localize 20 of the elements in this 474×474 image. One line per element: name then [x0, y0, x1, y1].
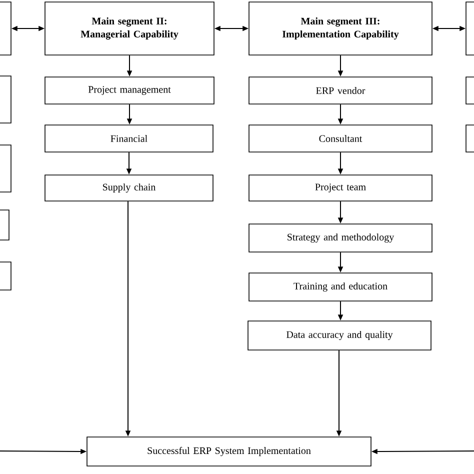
factor-box: Financial — [44, 124, 214, 152]
cropped-box — [0, 210, 10, 240]
factor-box: Training and education — [248, 272, 432, 302]
outcome-box: Successful ERP System Implementation — [86, 436, 372, 466]
cropped-box — [466, 76, 474, 104]
cropped-box — [0, 2, 12, 56]
factor-box: Consultant — [248, 124, 432, 152]
factor-box: Project management — [44, 76, 214, 104]
factor-box: Strategy and methodology — [248, 224, 432, 252]
factor-box: Data accuracy and quality — [248, 320, 432, 350]
cropped-box — [466, 124, 474, 152]
segment-box: Main segment III: Implementation Capability — [248, 2, 432, 56]
cropped-box — [0, 262, 12, 290]
factor-box: Project team — [248, 174, 432, 202]
segment-box: Main segment II: Managerial Capability — [44, 2, 214, 56]
factor-box: ERP vendor — [248, 76, 432, 104]
cropped-box — [0, 144, 12, 192]
cropped-box — [466, 2, 474, 56]
factor-box: Supply chain — [44, 174, 214, 202]
cropped-box — [0, 76, 12, 124]
